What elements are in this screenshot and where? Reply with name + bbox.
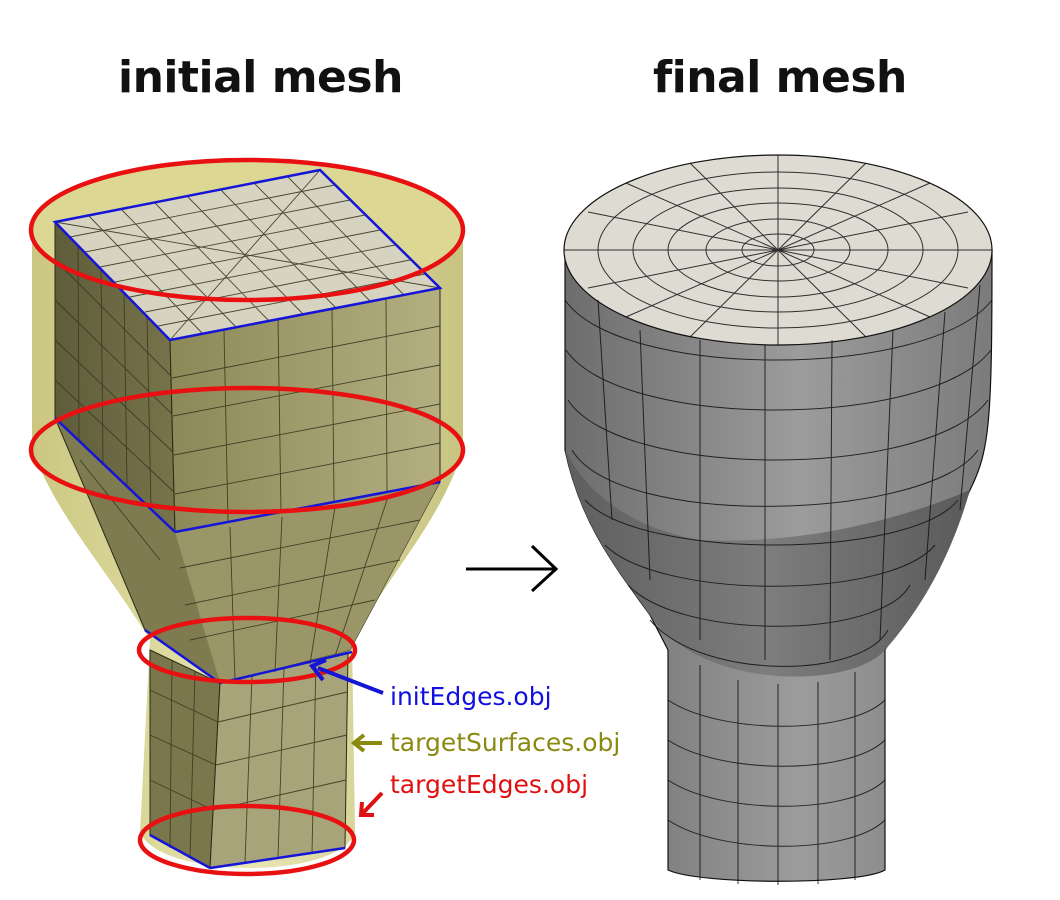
initial-mesh-title: initial mesh: [118, 52, 403, 103]
legend-target-surfaces: targetSurfaces.obj: [390, 728, 621, 757]
final-mesh-grid: [564, 155, 993, 885]
target-surfaces-pointer-icon: [350, 733, 382, 753]
legend-init-edges: initEdges.obj: [390, 682, 552, 711]
legend-target-edges: targetEdges.obj: [390, 770, 589, 799]
target-edges-pointer-icon: [358, 791, 384, 817]
init-edges-pointer-icon: [308, 658, 384, 695]
init-edges: [52, 168, 443, 870]
initial-mesh-grid: [54, 169, 441, 863]
target-edges: [28, 157, 466, 877]
final-mesh-title: final mesh: [653, 52, 907, 103]
right-arrow-icon: [466, 544, 559, 593]
